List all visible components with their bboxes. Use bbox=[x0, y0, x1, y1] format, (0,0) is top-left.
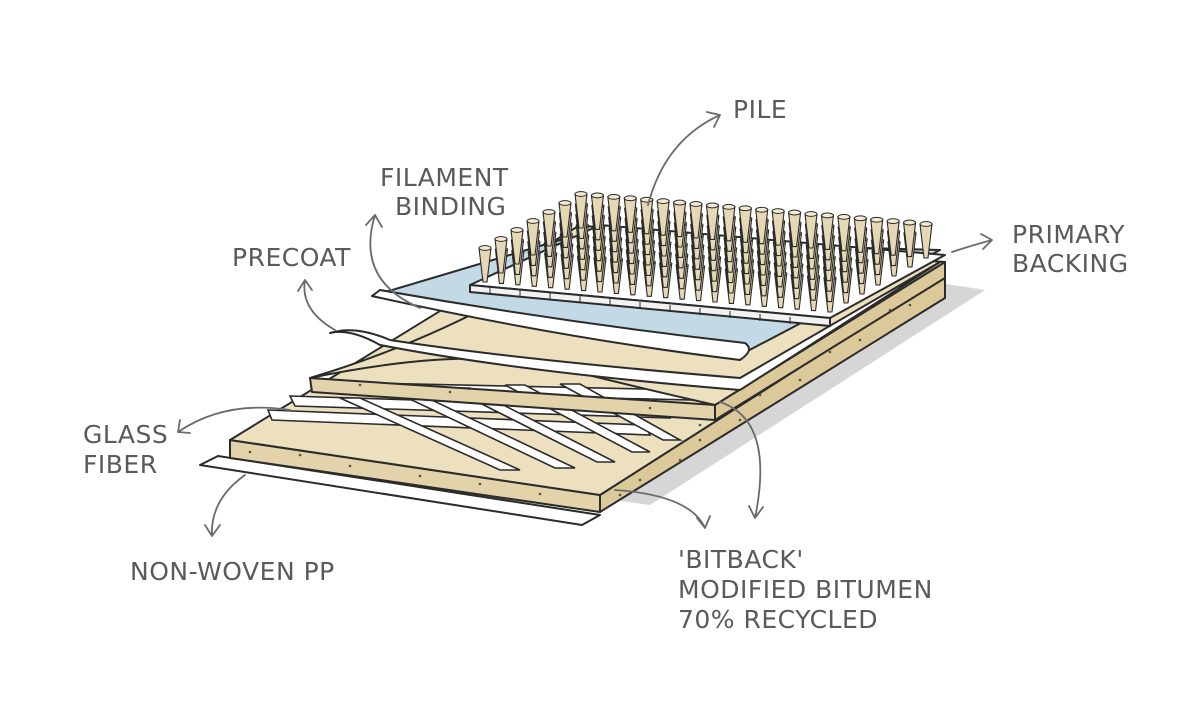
bitback-arrow-upper bbox=[719, 401, 764, 519]
filament-binding-layer bbox=[329, 261, 941, 391]
glass-fiber-arrow bbox=[177, 406, 291, 434]
non-woven-pp-sheet bbox=[199, 455, 601, 526]
label-glass-fiber-line1: GLASS bbox=[83, 420, 168, 449]
pile-tuft-top bbox=[607, 193, 621, 200]
label-filament-binding-line1: FILAMENT bbox=[380, 163, 509, 192]
pile-tuft-top bbox=[788, 209, 802, 216]
pile-tuft-top bbox=[574, 191, 588, 197]
pile-tuft-top bbox=[542, 209, 556, 215]
pile-tuft-top bbox=[656, 198, 670, 205]
label-glass-fiber-line2: FIBER bbox=[83, 450, 158, 479]
pile-tuft-top bbox=[820, 212, 834, 219]
bitumen-speckles bbox=[248, 303, 912, 497]
pile-arrow bbox=[647, 111, 721, 206]
pile-tuft-top bbox=[738, 205, 752, 212]
pile-tuft-top bbox=[870, 216, 884, 223]
label-bitback-line2: MODIFIED BITUMEN bbox=[678, 575, 933, 604]
pile-tuft-top bbox=[771, 208, 785, 215]
pile-tuft-top bbox=[526, 218, 540, 224]
label-primary-backing-line2: BACKING bbox=[1012, 249, 1129, 278]
pile-tuft-top bbox=[623, 195, 637, 202]
label-primary-backing-line1: PRIMARY bbox=[1012, 220, 1125, 249]
label-arrows bbox=[177, 111, 993, 537]
primary-backing-arrow bbox=[951, 233, 993, 253]
pile-tuft-top bbox=[590, 192, 604, 199]
pile-tuft-top bbox=[494, 236, 508, 242]
bitback-arrow-lower bbox=[614, 489, 711, 529]
pile-tuft-top bbox=[919, 221, 933, 227]
label-filament-binding-line2: BINDING bbox=[395, 192, 506, 221]
label-pile: PILE bbox=[733, 95, 787, 124]
pile-tuft-top bbox=[903, 219, 917, 226]
non-woven-pp-arrow bbox=[204, 474, 246, 537]
label-non-woven-pp: NON-WOVEN PP bbox=[130, 557, 335, 586]
label-bitback-line1: 'BITBACK' bbox=[678, 545, 804, 574]
pile-tuft-top bbox=[640, 196, 654, 203]
pile-tuft-top bbox=[478, 245, 492, 251]
pile-tuft-top bbox=[886, 218, 900, 225]
pile-tuft-top bbox=[755, 206, 769, 213]
pile-tuft-top bbox=[804, 211, 818, 217]
label-bitback-line3: 70% RECYCLED bbox=[678, 605, 878, 634]
label-precoat: PRECOAT bbox=[232, 243, 351, 272]
pile-tuft-top bbox=[673, 199, 687, 206]
pile-tuft-top bbox=[837, 213, 851, 220]
filament-binding-arrow bbox=[365, 214, 421, 309]
pile-tufts bbox=[478, 191, 933, 313]
pile-tuft-top bbox=[510, 227, 524, 233]
pile-tuft-top bbox=[853, 215, 867, 222]
pile-tuft-top bbox=[558, 200, 572, 206]
pile-tuft-top bbox=[689, 201, 703, 207]
pile-tuft-top bbox=[705, 202, 719, 209]
pile-tuft-top bbox=[722, 203, 736, 210]
precoat-arrow bbox=[297, 279, 336, 331]
